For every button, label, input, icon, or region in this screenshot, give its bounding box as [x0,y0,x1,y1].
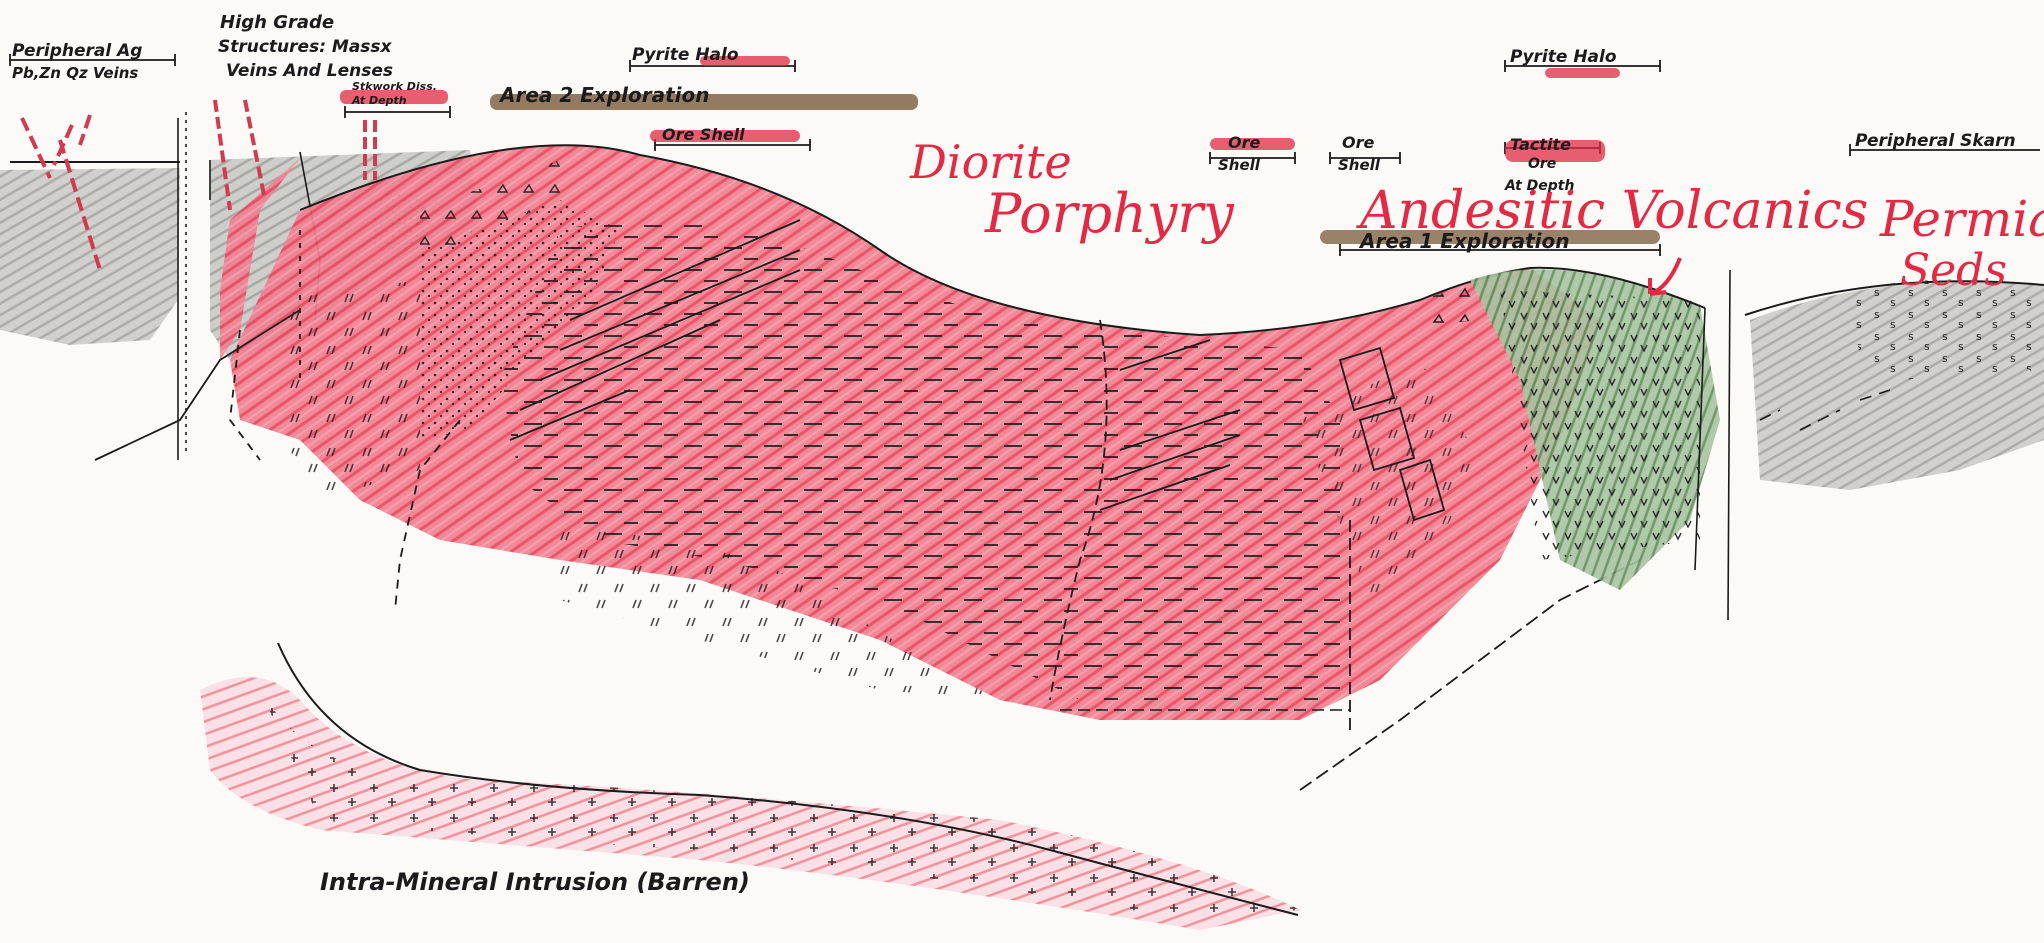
label-seds: Seds [1900,245,2007,296]
label-shell-b: Shell [1338,156,1381,174]
permian-seds-zone [1745,280,2044,490]
left-country-rock [0,112,186,460]
label-peripheral-ag-sub: Pb,Zn Qz Veins [12,64,138,82]
label-andesitic-volcanics: Andesitic Volcanics [1356,181,1868,241]
label-stockwork: Stkwork Diss. [352,80,437,93]
label-ore-b: Ore [1342,133,1374,152]
label-veins-lenses: Veins And Lenses [226,61,393,81]
label-tactite: Tactite [1510,135,1571,154]
label-area2: Area 2 Exploration [498,83,709,107]
label-peripheral-skarn: Peripheral Skarn [1855,131,2016,151]
label-shell-a: Shell [1218,156,1261,174]
label-pyrite-halo-right: Pyrite Halo [1510,47,1617,67]
label-diorite: Diorite [909,135,1072,189]
label-porphyry: Porphyry [984,182,1235,245]
label-intra-mineral: Intra-Mineral Intrusion (Barren) [320,868,750,896]
label-permian: Permian [1879,190,2044,248]
label-ore-a: Ore [1228,133,1260,152]
label-ore-depth: Ore [1528,156,1556,172]
label-pyrite-halo-left: Pyrite Halo [632,45,739,65]
label-peripheral-ag: Peripheral Ag [12,41,142,61]
label-high-grade: High Grade [220,12,334,33]
label-ore-shell-main: Ore Shell [662,125,745,144]
label-stockwork-depth: At Depth [351,94,407,107]
label-high-grade-structures: Structures: Massx [218,37,393,57]
